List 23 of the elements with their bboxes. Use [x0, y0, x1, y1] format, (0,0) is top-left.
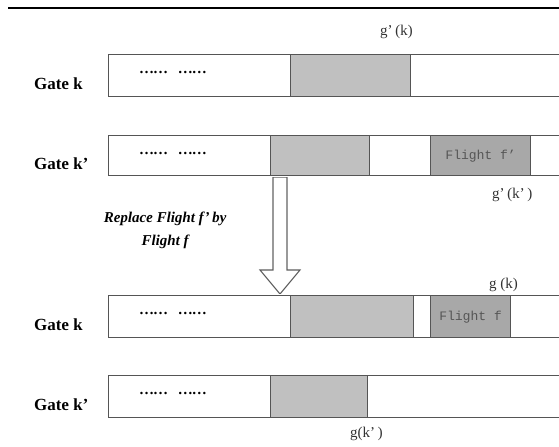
occupied-slot — [270, 134, 370, 176]
ellipsis-text: …… …… — [139, 142, 206, 159]
row-label: Gate k — [34, 74, 83, 94]
ellipsis-text: …… …… — [139, 382, 206, 399]
timeline-bar — [108, 54, 559, 97]
time-label: g(k’ ) — [350, 425, 383, 442]
flight-block: Flight f’ — [430, 134, 531, 176]
timeline-bar — [108, 295, 559, 338]
time-label: g (k) — [489, 276, 518, 293]
flight-block: Flight f — [430, 294, 511, 338]
occupied-slot — [290, 294, 414, 338]
time-label: g’ (k’ ) — [492, 186, 532, 203]
block-arrow — [258, 177, 302, 294]
row-label: Gate k’ — [34, 394, 88, 414]
row-label: Gate k — [34, 314, 83, 334]
timeline-bar — [108, 135, 559, 176]
time-label: g’ (k) — [380, 23, 413, 40]
ellipsis-text: …… …… — [139, 61, 206, 78]
timeline-bar — [108, 375, 559, 418]
occupied-slot — [270, 374, 368, 418]
row-label: Gate k’ — [34, 154, 88, 174]
ellipsis-text: …… …… — [139, 302, 206, 319]
occupied-slot — [290, 54, 411, 96]
